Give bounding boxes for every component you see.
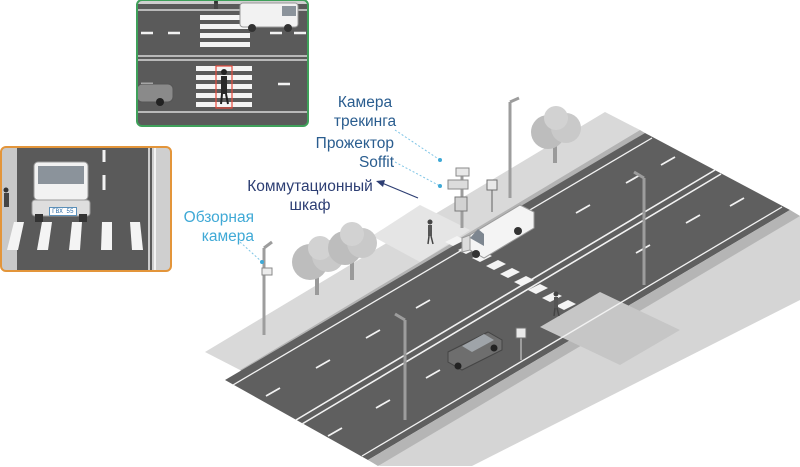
- person-icon: [553, 291, 560, 317]
- street-light-icon: [633, 170, 646, 285]
- label-line: Прожектор: [315, 135, 394, 152]
- tracking-camera-unit: [455, 167, 470, 177]
- tracking-frame: [136, 0, 309, 127]
- label-line: Камера: [337, 94, 393, 111]
- front-plaza: [540, 292, 680, 365]
- soffit-light-unit: [447, 179, 469, 190]
- tracking-box: [215, 65, 233, 109]
- person-icon: [3, 187, 9, 207]
- van-icon: [461, 204, 535, 259]
- tree-icon: [531, 106, 581, 163]
- tracking-camera-view: [136, 0, 309, 127]
- street-light-icon: [394, 312, 407, 420]
- leader-dot: [438, 184, 442, 188]
- label-line: камера: [201, 228, 254, 245]
- equipment-pole: [447, 167, 470, 228]
- camera-icon: [261, 267, 273, 276]
- arrow-head: [376, 180, 385, 187]
- street-light-icon: [508, 96, 520, 198]
- person-icon: [215, 65, 233, 109]
- switch-cabinet-unit: [454, 196, 468, 212]
- label-line: Soffit: [358, 154, 394, 171]
- street-light-icon: [262, 240, 273, 335]
- person-icon: [427, 219, 434, 245]
- edge-line-back: [232, 137, 653, 386]
- leader-lines: [239, 129, 441, 263]
- person-icon: [214, 0, 218, 9]
- license-plate: ГВХ 55: [49, 207, 77, 216]
- label-soffit-light: Прожектор Soffit: [290, 134, 394, 172]
- leader-dot: [438, 158, 442, 162]
- pedestrian-crossing-sign-icon: [515, 327, 527, 339]
- van-icon: [239, 2, 299, 32]
- street-scene: [205, 96, 800, 466]
- tree-icon: [328, 222, 377, 280]
- lane-dashes: [265, 156, 745, 437]
- label-line: трекинга: [333, 113, 397, 130]
- label-line: Коммутационный: [247, 178, 373, 195]
- back-plaza: [372, 205, 470, 262]
- edge-line-front: [361, 206, 783, 457]
- car-icon: [447, 331, 503, 371]
- median-line-2: [301, 173, 722, 425]
- overview-frame: [0, 146, 172, 272]
- label-line: шкаф: [289, 197, 331, 214]
- label-tracking-camera: Камера трекинга: [325, 93, 405, 131]
- pedestrian-crossing-sign-icon: [486, 179, 498, 191]
- cabinet-arrow: [381, 182, 419, 199]
- car-icon: [137, 83, 174, 106]
- label-switch-cabinet: Коммутационный шкаф: [236, 177, 384, 215]
- label-overview-camera: Обзорная камера: [168, 208, 254, 246]
- label-line: Обзорная: [183, 209, 254, 226]
- leader-dot: [260, 260, 264, 264]
- overview-camera-view: [0, 146, 172, 272]
